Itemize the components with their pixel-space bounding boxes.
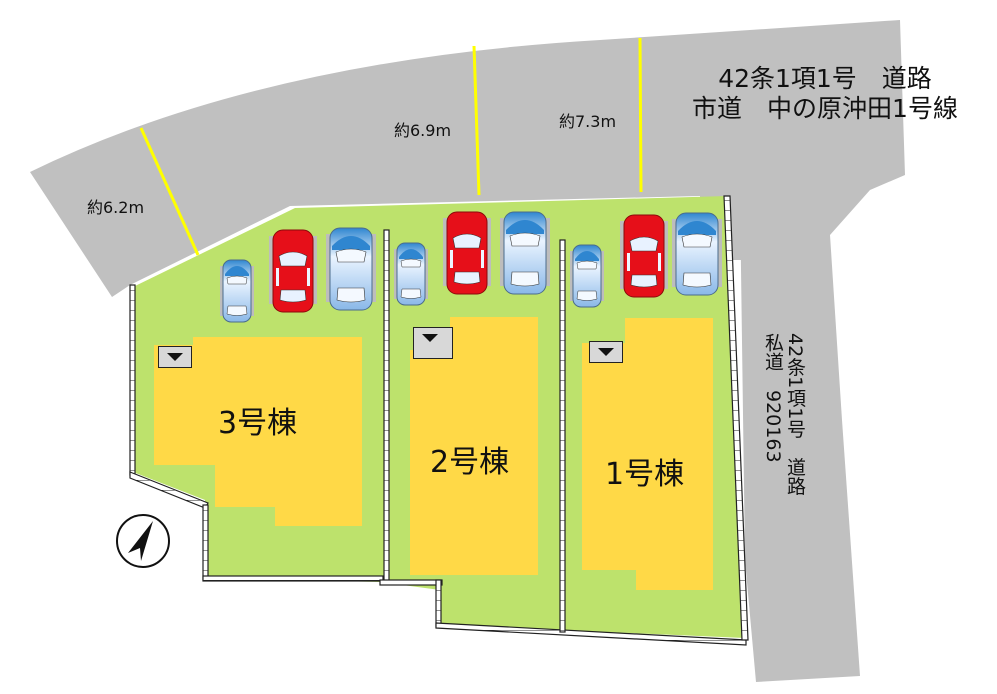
boundary-fences: [129, 195, 749, 646]
north-road: [30, 20, 905, 297]
car-small-blue-3: [219, 259, 255, 323]
car-blue-2: [499, 211, 551, 295]
width-lines: [139, 37, 643, 256]
width-label-6-2: 約6.2m: [87, 198, 145, 217]
width-label-7-3: 約7.3m: [559, 112, 617, 131]
north-road-line1: 42条1項1号 道路: [718, 64, 932, 93]
building-2-footprint: [410, 317, 538, 575]
building-3-footprint: [154, 337, 362, 526]
car-red-1: [619, 214, 669, 298]
north-arrow-icon: [116, 514, 170, 568]
car-blue-3: [325, 227, 377, 311]
east-road-line1: 42条1項1号 道路: [784, 333, 806, 496]
north-road-label: 42条1項1号 道路 市道 中の原沖田1号線: [680, 64, 970, 124]
east-road-line2: 私道 920163: [762, 333, 784, 463]
width-label-6-9: 約6.9m: [394, 121, 452, 140]
entrance-marker-icon: [413, 327, 453, 359]
entrance-marker-icon: [158, 346, 192, 368]
east-road: [740, 196, 860, 682]
car-red-3: [268, 229, 318, 313]
car-small-blue-1: [569, 244, 605, 308]
car-small-blue-2: [393, 242, 429, 306]
car-red-2: [442, 211, 492, 295]
building-3-label: 3号棟: [218, 406, 298, 441]
building-1-footprint: [582, 318, 713, 590]
east-road-label: 42条1項1号 道路 私道 920163: [762, 333, 806, 495]
building-1-label: 1号棟: [605, 457, 685, 492]
car-blue-1: [671, 212, 723, 296]
building-2-label: 2号棟: [430, 445, 510, 480]
north-road-line2: 市道 中の原沖田1号線: [692, 94, 958, 123]
entrance-marker-icon: [589, 341, 623, 363]
